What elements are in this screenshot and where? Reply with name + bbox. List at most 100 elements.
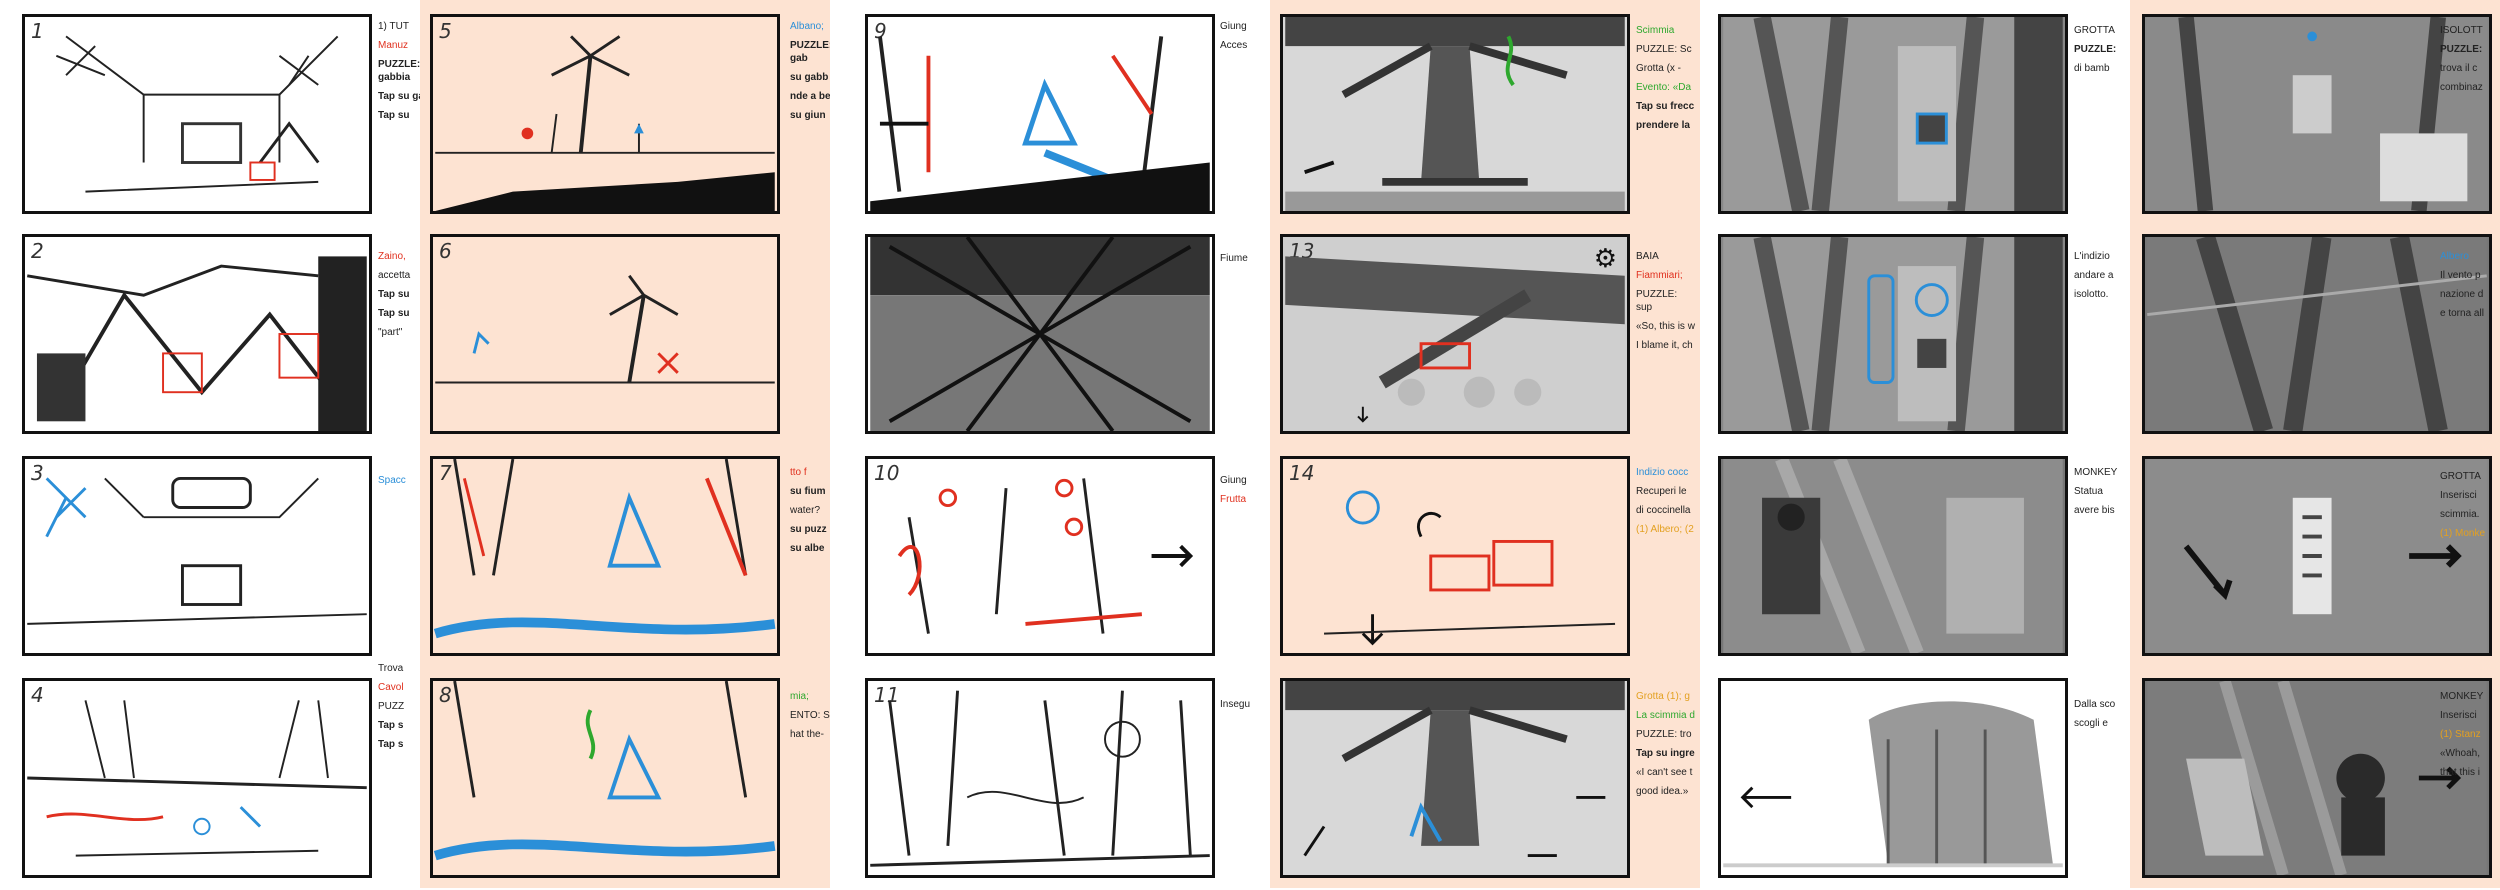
- note-line: Zaino,: [378, 251, 406, 262]
- note-line: su giun: [790, 110, 826, 121]
- note-line: Tap s: [378, 739, 404, 750]
- note-line: PUZZLE: Sc: [1636, 44, 1692, 55]
- panel-15-notes: Grotta (1); g La scimmia d PUZZLE: tro T…: [1636, 690, 1696, 888]
- panel-5-notes: Albano; PUZZLE: gab su gabb nde a be su …: [790, 20, 830, 220]
- sketch-palm-red-x: [435, 274, 775, 384]
- panel-11: 11: [865, 678, 1215, 878]
- render-cave-slot: [2147, 459, 2487, 653]
- note-line: "part": [378, 327, 403, 338]
- note-line: Albano;: [790, 21, 824, 32]
- note-line: Tap s: [378, 720, 404, 731]
- panel-16: ⌄ ⚙ ▶: [1718, 14, 2068, 214]
- sketch-tree-roots: [1285, 681, 1625, 858]
- note-line: ENTO: S: [790, 710, 830, 721]
- note-line: «I can't see t: [1636, 767, 1693, 778]
- panel-17: ⌄ ⚙ ▶: [1718, 234, 2068, 434]
- note-line: scogli e: [2074, 718, 2108, 729]
- panel-number: 5: [439, 19, 452, 43]
- note-line: L'indizio: [2074, 251, 2110, 262]
- sketch-jungle-path: [870, 36, 1210, 211]
- panel-number: 1: [31, 19, 44, 43]
- note-line: 1) TUT: [378, 21, 409, 32]
- panel-number: 14: [1289, 461, 1315, 485]
- note-line: andare a: [2074, 270, 2114, 281]
- panel-9: 9: [865, 14, 1215, 214]
- note-line: Fiammiari;: [1636, 270, 1683, 281]
- panel-10-notes: Giung Frutta: [1220, 474, 1270, 674]
- panel-7-notes: tto f su fium water? su puzz su albe: [790, 466, 830, 666]
- panel-19: [1718, 678, 2068, 878]
- panel-7: 7: [430, 456, 780, 656]
- panel-9-notes: Giung Acces: [1220, 20, 1270, 220]
- note-line: Tap su frecc: [1636, 101, 1695, 112]
- panel-10: 10: [865, 456, 1215, 656]
- note-line: mia;: [790, 691, 809, 702]
- note-line: Tap su: [378, 110, 410, 121]
- note-line: PUZZ: [378, 701, 405, 712]
- panel-1-notes: 1) TUT Manuz PUZZLE: gabbia Tap su gabb …: [378, 20, 420, 220]
- panel-13: 13 ⚙: [1280, 234, 1630, 434]
- note-line: Spacc: [378, 475, 406, 486]
- sketch-wreckage: [1285, 256, 1625, 423]
- sketch-monkey: [433, 681, 776, 861]
- panel-17-notes: L'indizio andare a isolotto.: [2074, 250, 2130, 450]
- gear-icon[interactable]: ⚙: [1593, 243, 1617, 273]
- note-line: (1) Stanz: [2440, 729, 2481, 740]
- note-line: isolotto.: [2074, 289, 2109, 300]
- panel-13-notes: BAIA Fiammiari; PUZZLE: sup «So, this is…: [1636, 250, 1696, 450]
- panel-21-notes-text: Albero Il vento p nazione d e torna all: [2440, 250, 2500, 450]
- note-line: Giung: [1220, 475, 1247, 486]
- panel-number: 4: [31, 683, 44, 707]
- panel-22-notes-text: GROTTA Inserisci scimmia. (1) Monke: [2440, 470, 2500, 670]
- note-line: su puzz: [790, 524, 827, 535]
- note-line: Inserisci: [2440, 490, 2477, 501]
- panel-18-notes: MONKEY Statua avere bis: [2074, 466, 2130, 666]
- note-line: scimmia.: [2440, 509, 2480, 520]
- note-line: avere bis: [2074, 505, 2115, 516]
- panel-5: 5: [430, 14, 780, 214]
- note-line: e torna all: [2440, 308, 2484, 319]
- note-line: trova il c: [2440, 63, 2478, 74]
- panel-number: 6: [439, 239, 452, 263]
- panel-4: 4: [22, 678, 372, 878]
- panel-21: ⚙: [2142, 234, 2492, 434]
- panel-11-notes: Insegu: [1220, 698, 1270, 888]
- note-line: Manuz: [378, 40, 409, 51]
- note-line: I blame it, ch: [1636, 340, 1693, 351]
- sketch-cabin: [27, 256, 367, 431]
- render-tree-wind: [2147, 237, 2487, 431]
- note-line: (1) Monke: [2440, 528, 2486, 539]
- panel-number: 11: [874, 683, 900, 707]
- note-line: Grotta (1); g: [1636, 691, 1690, 702]
- note-line: Acces: [1220, 40, 1248, 51]
- note-line: Frutta: [1220, 494, 1247, 505]
- note-line: Evento: «Da: [1636, 82, 1692, 93]
- sketch-crossed-out: [870, 237, 1210, 431]
- note-line: Statua: [2074, 486, 2103, 497]
- note-line: that this i: [2440, 767, 2481, 778]
- note-line: Grotta (x -: [1636, 63, 1682, 74]
- panel-8-notes: mia; ENTO: S hat the-: [790, 690, 830, 888]
- note-line: PUZZLE: tro: [1636, 729, 1692, 740]
- note-line: «So, this is w: [1636, 321, 1695, 332]
- sketch-beach: [27, 700, 367, 857]
- note-line: nazione d: [2440, 289, 2484, 300]
- panel-3: 3: [22, 456, 372, 656]
- note-line: Indizio cocc: [1636, 467, 1689, 478]
- panel-number: 10: [874, 461, 900, 485]
- note-line: PUZZLE:: [2440, 44, 2483, 55]
- sketch-clue: [1324, 490, 1616, 646]
- note-line: Tap su: [378, 308, 410, 319]
- panel-18: [1718, 456, 2068, 656]
- note-line: accetta: [378, 270, 411, 281]
- note-line: su fium: [790, 486, 826, 497]
- panel-14: 14: [1280, 456, 1630, 656]
- panel-number: 3: [31, 461, 44, 485]
- render-island-pedestal: [2147, 17, 2487, 211]
- panel-number: 9: [874, 19, 887, 43]
- panel-23: [2142, 678, 2492, 878]
- note-line: Dalla sco: [2074, 699, 2116, 710]
- panel-15: 15: [1280, 678, 1630, 878]
- note-line: di coccinella: [1636, 505, 1691, 516]
- note-line: Inserisci: [2440, 710, 2477, 721]
